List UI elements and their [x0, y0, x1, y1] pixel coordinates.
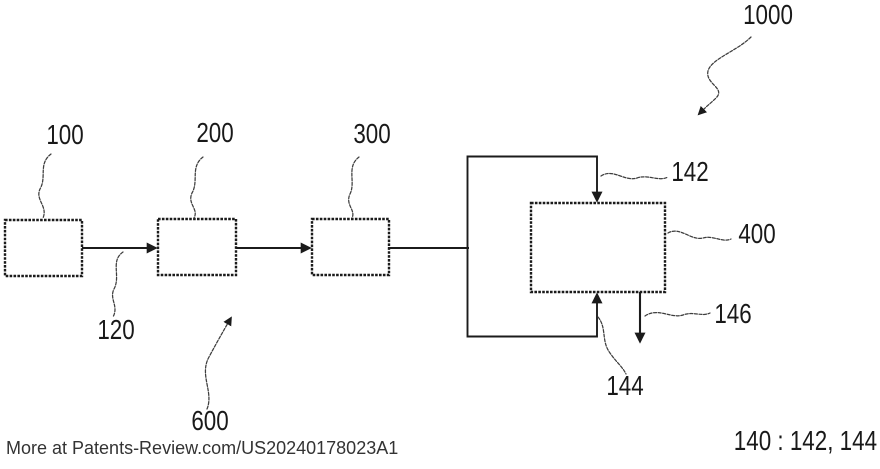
loop-lower-branch-144: [466, 248, 603, 338]
ref-label-200: 200: [196, 117, 234, 148]
block-100: [3, 218, 84, 278]
leader-arrow-1000: [697, 36, 752, 116]
ref-label-144: 144: [606, 370, 644, 401]
block-300: [310, 217, 391, 277]
ref-label-100: 100: [46, 119, 84, 150]
ref-label-300: 300: [353, 118, 391, 149]
loop-upper-branch-142: [466, 155, 603, 248]
ref-label-146: 146: [714, 298, 752, 329]
leader-142: [600, 172, 669, 180]
leader-120: [111, 251, 124, 318]
ref-label-600: 600: [191, 405, 229, 436]
leader-144: [597, 316, 627, 375]
leader-146: [644, 311, 711, 317]
leader-arrow-600: [204, 316, 232, 410]
ref-label-1000: 1000: [743, 0, 793, 30]
leader-200: [190, 156, 204, 219]
block-400: [529, 201, 667, 294]
watermark-text: More at Patents-Review.com/US20240178023…: [6, 438, 399, 458]
ref-label-400: 400: [738, 218, 776, 249]
leader-300: [348, 156, 360, 219]
ref-label-120: 120: [97, 314, 135, 345]
leader-400: [667, 230, 732, 241]
leader-100: [38, 153, 52, 219]
legend-note-140: 140 : 142, 144: [733, 425, 877, 456]
ref-label-142: 142: [671, 156, 709, 187]
block-200: [156, 217, 238, 277]
